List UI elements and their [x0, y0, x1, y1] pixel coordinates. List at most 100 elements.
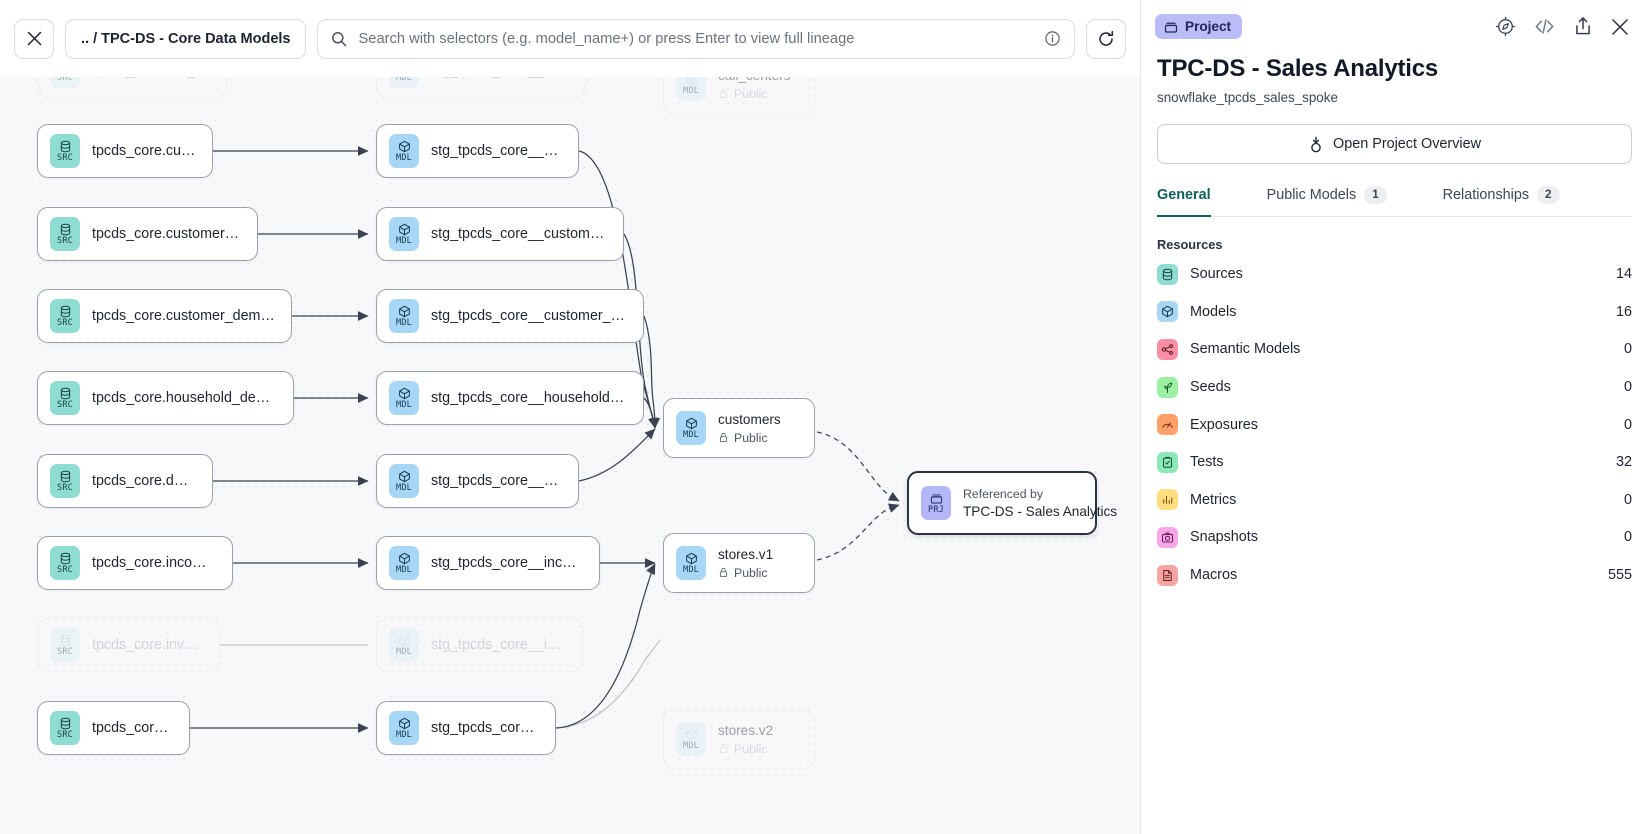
- node-type-badge-mdl: MDL: [389, 381, 419, 415]
- resource-count: 16: [1615, 303, 1632, 320]
- close-lineage-button[interactable]: [14, 18, 54, 59]
- database-icon: [60, 140, 70, 152]
- lineage-node-pub_stores_v1[interactable]: MDL stores.v1 Public: [663, 533, 815, 593]
- lineage-node-prj_ref[interactable]: PRJ Referenced by TPC-DS - Sales Analyti…: [907, 471, 1117, 535]
- sprout-icon: [1157, 376, 1178, 398]
- node-label: stg_tpcds_core__customer_address: [431, 226, 607, 242]
- open-project-overview-button[interactable]: Open Project Overview: [1157, 124, 1632, 164]
- resource-name: Macros: [1190, 567, 1238, 584]
- node-label: stg_tpcds_core__customer: [431, 143, 562, 159]
- lineage-node-mdl_cust_addr[interactable]: MDL stg_tpcds_core__customer_address: [376, 207, 624, 261]
- database-icon: [60, 305, 70, 317]
- lineage-node-pub_stores_v2: MDL stores.v2 Public: [663, 709, 815, 769]
- resource-type-chip[interactable]: Project: [1155, 14, 1243, 39]
- node-text: customers Public: [718, 412, 781, 445]
- resource-count: 14: [1615, 266, 1632, 283]
- code-icon[interactable]: [1533, 16, 1556, 37]
- tab-label: Public Models: [1266, 187, 1357, 203]
- node-label: stores.v2: [718, 722, 774, 738]
- close-icon: [27, 31, 41, 46]
- node-type-badge-prj: PRJ: [921, 486, 951, 520]
- compass-icon[interactable]: [1495, 16, 1516, 37]
- node-type-badge-mdl: MDL: [389, 299, 419, 333]
- details-panel: Project: [1140, 0, 1648, 834]
- node-type-badge-src: SRC: [50, 628, 80, 662]
- node-type-label: MDL: [396, 72, 412, 83]
- camera-icon: [1157, 526, 1178, 548]
- node-type-badge-src: SRC: [50, 381, 80, 415]
- lineage-toolbar: .. / TPC-DS - Core Data Models: [0, 0, 1140, 77]
- cube-icon: [1157, 301, 1178, 323]
- database-icon: [1162, 268, 1173, 281]
- node-superlabel: Referenced by: [963, 486, 1043, 501]
- lock-icon: [719, 567, 728, 578]
- node-type-label: MDL: [396, 317, 412, 328]
- lineage-node-mdl_cust_demo[interactable]: MDL stg_tpcds_core__customer_demogra…: [376, 289, 644, 343]
- tab-count-badge: 2: [1537, 186, 1560, 204]
- node-type-badge-src: SRC: [50, 546, 80, 580]
- lineage-node-pub_customers[interactable]: MDL customers Public: [663, 398, 815, 458]
- node-type-badge-mdl: MDL: [389, 546, 419, 580]
- search-input[interactable]: [358, 30, 1033, 47]
- database-icon: [60, 717, 70, 729]
- info-icon[interactable]: [1044, 30, 1061, 47]
- node-type-label: MDL: [396, 729, 412, 740]
- node-access: Public: [718, 566, 773, 580]
- tab-general[interactable]: General: [1157, 186, 1211, 217]
- node-type-label: MDL: [396, 646, 412, 657]
- database-icon: [60, 470, 70, 482]
- semantic-graph-icon: [1157, 338, 1178, 360]
- node-label: stg_tpcds_core__customer_demogra…: [431, 308, 627, 324]
- lineage-node-src_hh_demo[interactable]: SRC tpcds_core.household_demographics: [37, 371, 294, 425]
- node-type-label: SRC: [57, 235, 73, 246]
- lock-icon: [719, 743, 728, 754]
- node-type-label: MDL: [396, 235, 412, 246]
- node-label: tpcds_core.customer_demographics: [92, 308, 275, 324]
- database-icon: [1157, 263, 1178, 285]
- node-type-label: MDL: [396, 399, 412, 410]
- close-icon[interactable]: [1610, 17, 1630, 37]
- search-bar[interactable]: [317, 18, 1075, 59]
- resource-name: Seeds: [1190, 379, 1231, 396]
- node-type-badge-mdl: MDL: [389, 217, 419, 251]
- resource-count: 0: [1623, 416, 1632, 433]
- share-icon[interactable]: [1573, 16, 1593, 37]
- refresh-icon: [1099, 30, 1114, 46]
- breadcrumb[interactable]: .. / TPC-DS - Core Data Models: [65, 18, 307, 59]
- node-type-label: MDL: [396, 564, 412, 575]
- database-icon: [60, 223, 70, 235]
- lineage-node-mdl_hh_demo[interactable]: MDLstg_tpcds_core__household_demogr…: [376, 371, 644, 425]
- project-icon: [930, 493, 942, 503]
- node-type-badge-src: SRC: [50, 711, 80, 745]
- resource-count: 0: [1623, 491, 1632, 508]
- node-type-badge-mdl: MDL: [676, 722, 706, 756]
- node-label: tpcds_core.household_demographics: [92, 390, 277, 406]
- refresh-button[interactable]: [1086, 18, 1126, 59]
- node-type-badge-mdl: MDL: [389, 464, 419, 498]
- project-icon: [1164, 22, 1178, 33]
